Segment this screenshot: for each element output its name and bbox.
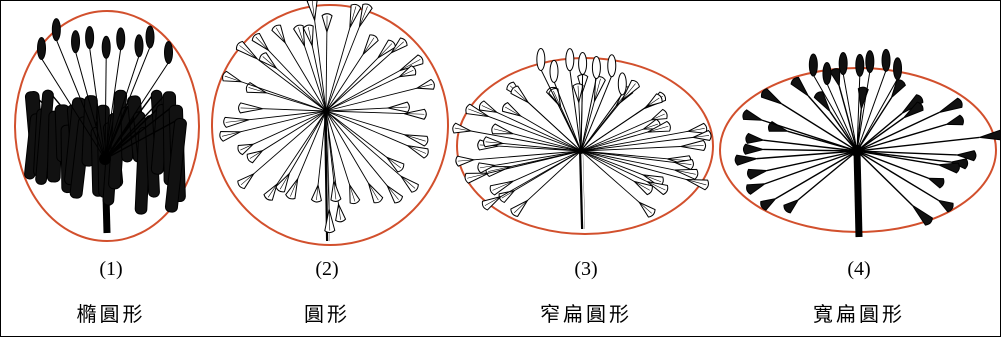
- flower-illustration-3: [453, 1, 719, 251]
- panel-label-1: 橢圓形: [31, 298, 191, 327]
- flower-illustration-1: [13, 1, 213, 251]
- flower-illustration-4: [719, 1, 999, 251]
- panel-label-4: 寬扁圓形: [779, 298, 939, 327]
- panel-number-4: (4): [799, 258, 919, 281]
- panel-label-3: 窄扁圓形: [506, 298, 666, 327]
- flower-head-3: [452, 48, 712, 229]
- flower-head-4: [735, 49, 1001, 237]
- panel-number-2: (2): [267, 258, 387, 281]
- panel-label-2: 圓形: [247, 298, 407, 327]
- outline-ellipse-2: [212, 5, 448, 245]
- flower-head-1: [24, 19, 187, 233]
- panel-number-1: (1): [51, 258, 171, 281]
- panel-number-3: (3): [526, 258, 646, 281]
- flower-illustration-2: [206, 1, 456, 251]
